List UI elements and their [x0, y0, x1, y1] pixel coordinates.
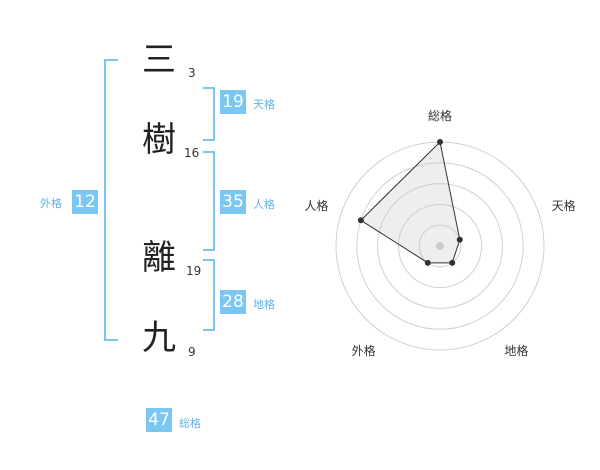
stroke-count-3: 19 — [186, 264, 202, 278]
name-char-4: 九 — [142, 318, 176, 358]
soukaku-label: 総格 — [179, 417, 201, 430]
radar-point-4 — [424, 259, 431, 266]
radar-ring — [377, 183, 503, 309]
chikaku-value: 28 — [220, 290, 246, 314]
radar-point-5 — [357, 217, 364, 224]
stroke-count-2: 16 — [184, 146, 200, 160]
gaikaku-bracket — [104, 59, 118, 341]
soukaku-value: 47 — [146, 408, 172, 432]
tenkaku-label: 天格 — [253, 98, 275, 111]
radar-point-3 — [449, 259, 456, 266]
radar-ring — [356, 162, 524, 330]
radar-axis-label: 外格 — [352, 343, 376, 358]
tenkaku-bracket — [203, 87, 215, 141]
radar-center — [436, 242, 444, 250]
gaikaku-label: 外格 — [40, 197, 62, 210]
gaikaku-value: 12 — [72, 190, 98, 214]
radar-point-2 — [456, 236, 463, 243]
radar-ring — [418, 224, 462, 268]
name-char-3: 離 — [142, 238, 176, 278]
stroke-count-1: 3 — [188, 66, 196, 80]
radar-axis-label: 総格 — [428, 108, 452, 123]
name-char-2: 樹 — [142, 120, 176, 160]
jinkaku-label: 人格 — [253, 198, 275, 211]
radar-axis-label: 地格 — [504, 343, 528, 358]
jinkaku-bracket — [203, 151, 215, 251]
radar-point-1 — [437, 139, 443, 145]
radar-series-area — [360, 140, 461, 264]
chikaku-label: 地格 — [253, 298, 275, 311]
radar-axis-label: 天格 — [552, 198, 576, 213]
radar-axis-label: 人格 — [304, 198, 328, 213]
stroke-count-4: 9 — [188, 345, 196, 359]
jinkaku-value: 35 — [220, 190, 246, 214]
tenkaku-value: 19 — [220, 90, 246, 114]
name-char-1: 三 — [142, 40, 176, 80]
radar-ring — [397, 203, 483, 289]
brackets-layer — [104, 59, 215, 341]
chikaku-bracket — [203, 259, 215, 331]
